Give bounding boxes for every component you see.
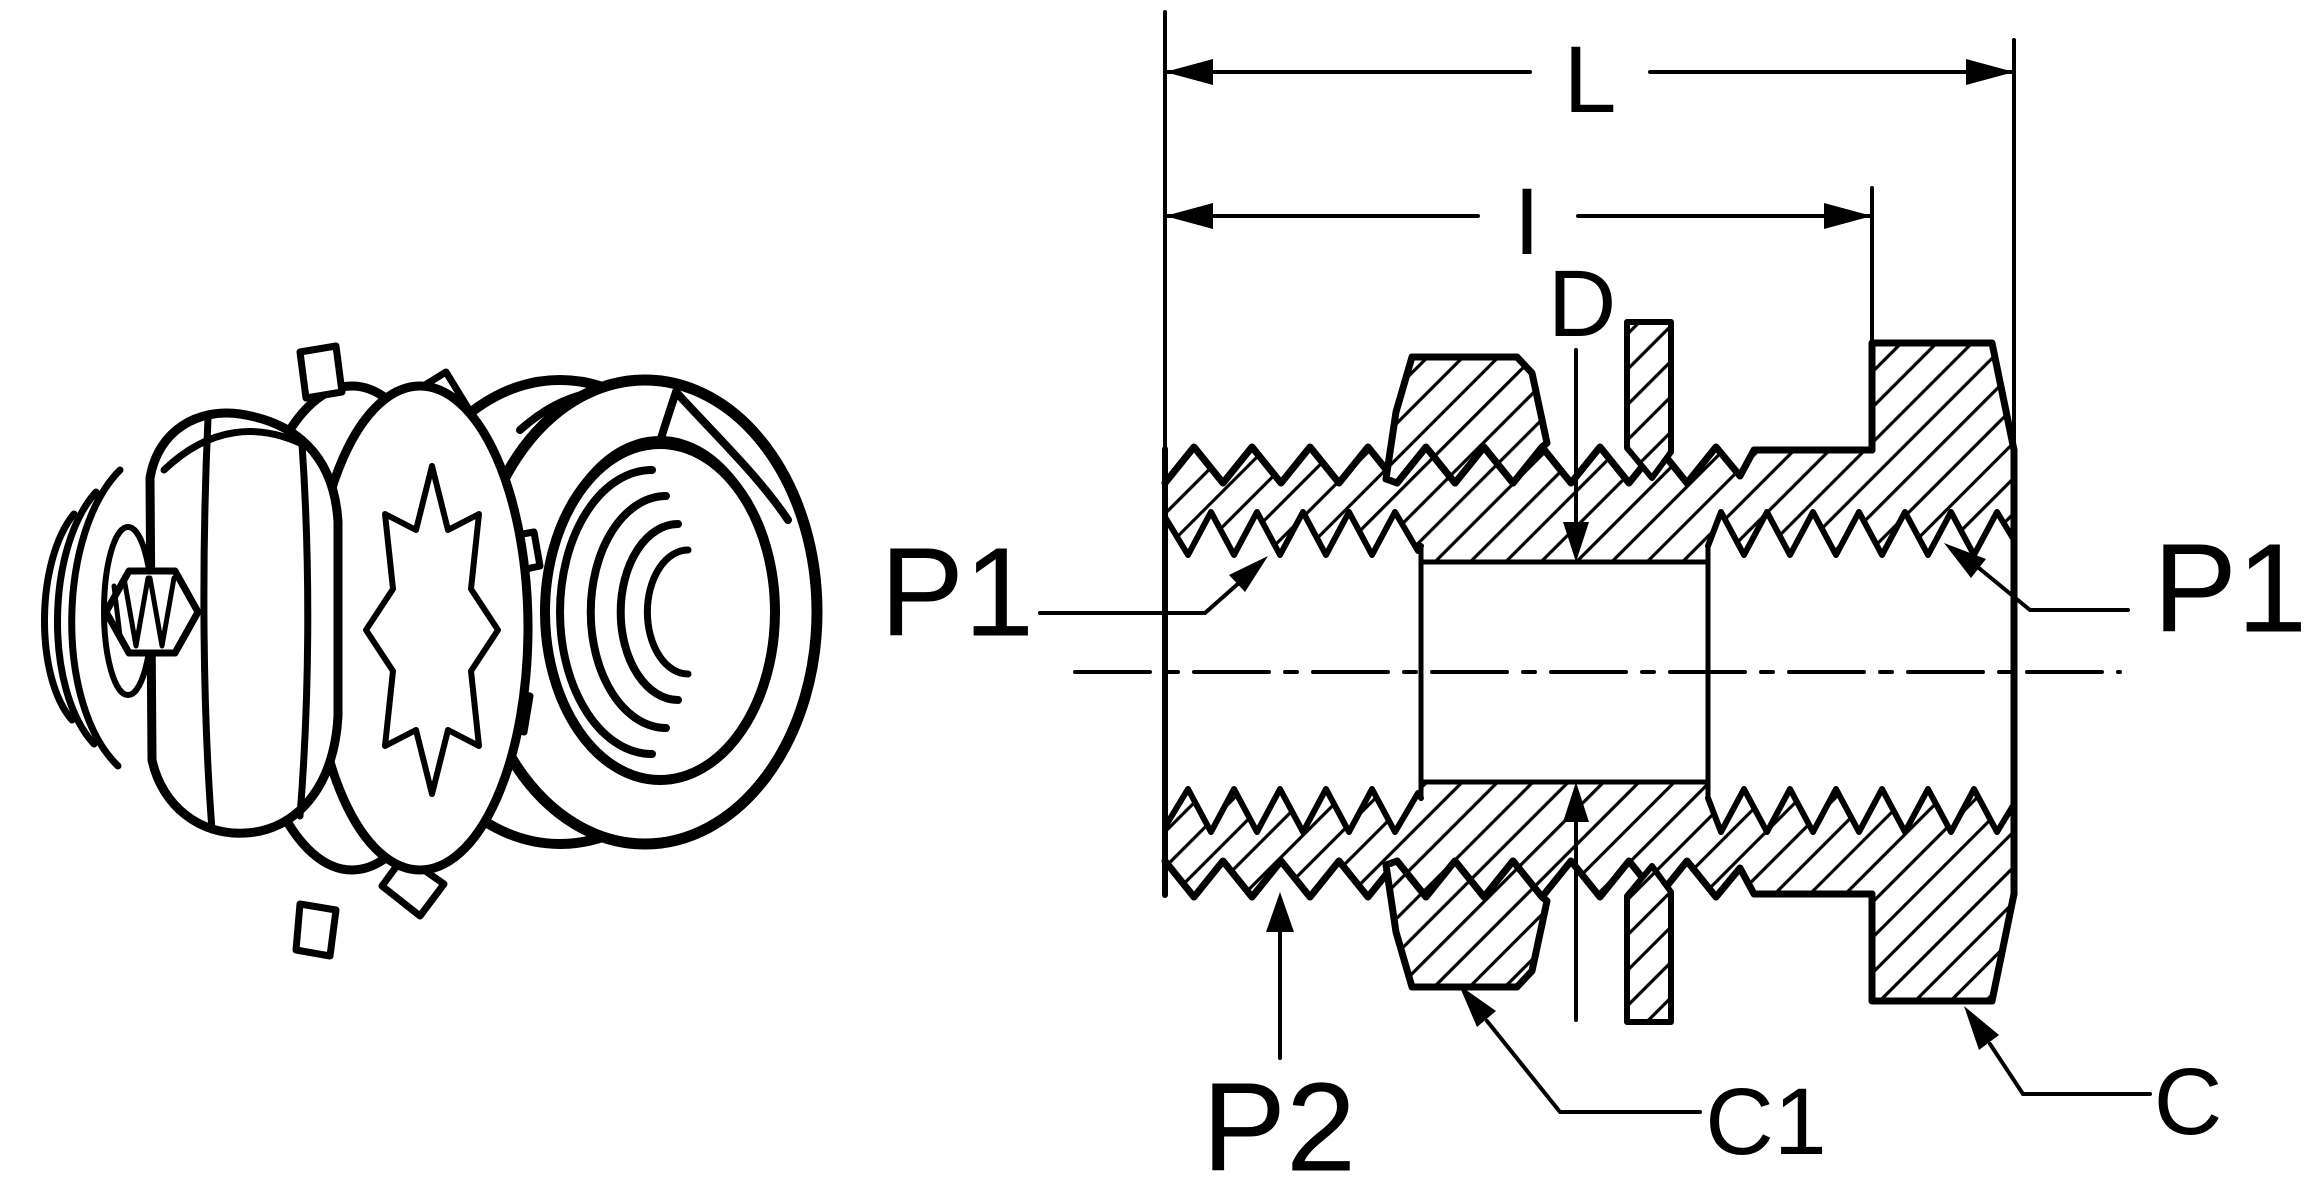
label-P1-left: P1 (880, 522, 1034, 663)
iso-washer-inner-teeth (363, 463, 501, 797)
arrowhead (1964, 1006, 1999, 1050)
callout-P2: P2 (1202, 892, 1356, 1198)
arrowhead (1266, 892, 1294, 932)
iso-body (41, 408, 343, 838)
section-view (1073, 319, 2122, 1025)
jam-nut-section-top (1382, 353, 1551, 487)
label-I: I (1514, 169, 1540, 275)
arrowhead (1824, 203, 1872, 229)
arrowhead (1966, 59, 2014, 85)
iso-threaded-bore (540, 436, 780, 785)
arrowhead (1563, 782, 1589, 822)
dimensions: L I D P1 P1 (880, 10, 2305, 1198)
port-thread-bottom-left (1162, 786, 1424, 835)
body-hex-top (1868, 339, 2018, 454)
arrowhead (1165, 203, 1213, 229)
dimension-D: D (1548, 251, 1617, 1022)
arrowhead (1229, 556, 1268, 592)
arrowhead (1563, 522, 1589, 562)
dimension-L: L (1163, 27, 2016, 133)
isometric-view (41, 342, 823, 960)
label-D: D (1548, 251, 1617, 357)
label-C: C (2154, 1049, 2223, 1155)
label-P1-right: P1 (2153, 518, 2305, 659)
arrowhead (1459, 985, 1496, 1027)
label-P2: P2 (1202, 1057, 1356, 1198)
callout-P1-right: P1 (1944, 518, 2305, 659)
jam-nut-section-bottom (1382, 857, 1551, 991)
body-hex-bottom (1868, 890, 2018, 1005)
port-thread-top-left (1162, 509, 1424, 558)
dimension-I: I (1163, 169, 1874, 275)
section-body-lower-wall (1165, 782, 2014, 1001)
callout-P1-left: P1 (880, 522, 1268, 663)
panel-section-bottom (1624, 863, 1674, 1025)
label-L: L (1564, 27, 1617, 133)
panel-section-top (1624, 319, 1674, 481)
port-thread-top-right (1705, 509, 2017, 558)
section-body-upper-wall (1165, 343, 2014, 562)
arrowhead (1165, 59, 1213, 85)
arrowhead (1944, 543, 1986, 578)
iso-stub-end-face (102, 567, 202, 657)
label-C1: C1 (1705, 1069, 1826, 1175)
callout-C: C (1964, 1006, 2222, 1155)
callout-C1: C1 (1459, 985, 1827, 1175)
port-thread-bottom-right (1705, 786, 2017, 835)
